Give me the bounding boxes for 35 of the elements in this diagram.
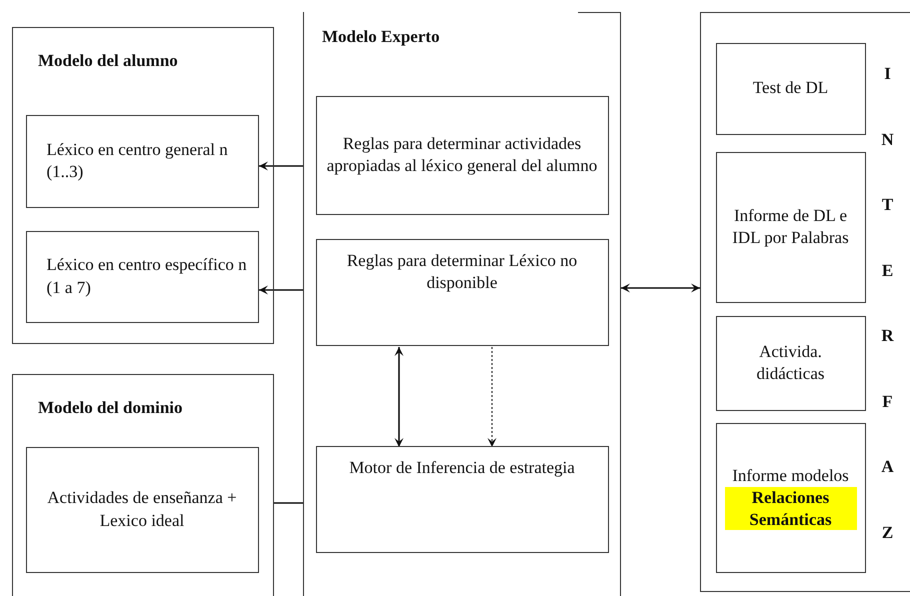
vertical-heading: INTERFAZ <box>880 63 895 544</box>
process-box <box>716 316 866 410</box>
process-box <box>716 152 866 302</box>
interface-panel <box>700 12 910 592</box>
process-box <box>716 42 866 134</box>
arrow <box>259 286 303 294</box>
model-panel <box>12 374 274 596</box>
box-text: Informe modelos <box>732 465 849 488</box>
connector-line <box>274 502 303 504</box>
process-box <box>316 96 608 214</box>
arrow <box>621 284 700 292</box>
highlighted-text: Relaciones Semánticas <box>724 487 856 530</box>
box-text: Reglas para determinar Léxico no disponible <box>346 250 578 294</box>
arrow <box>259 162 303 170</box>
process-box <box>716 422 866 572</box>
process-box <box>26 230 258 322</box>
box-text: Informe de DL e IDL por Palabras <box>731 204 850 249</box>
process-box <box>26 446 258 572</box>
process-box <box>316 446 608 552</box>
box-text: Test de DL <box>752 77 828 100</box>
panel-heading: Modelo Experto <box>322 26 440 48</box>
box-text: Léxico en centro general n (1..3) <box>46 138 229 183</box>
process-box <box>316 238 608 346</box>
arrow <box>488 346 496 448</box>
box-text: Actividades de enseñanza + Lexico ideal <box>46 487 238 532</box>
panel-heading: Modelo del dominio <box>38 397 183 419</box>
box-text: Reglas para determinar actividades apropiadas al léxico general del alumno <box>326 132 598 177</box>
model-panel <box>303 12 621 596</box>
arrow <box>394 347 404 447</box>
process-box <box>26 114 258 208</box>
panel-heading: Modelo del alumno <box>38 50 178 72</box>
model-panel <box>12 27 274 344</box>
box-text: Léxico en centro específico n (1 a 7) <box>46 254 248 298</box>
box-text: Activida. didácticas <box>756 340 826 385</box>
box-text: Motor de Inferencia de estrategia <box>349 456 575 479</box>
